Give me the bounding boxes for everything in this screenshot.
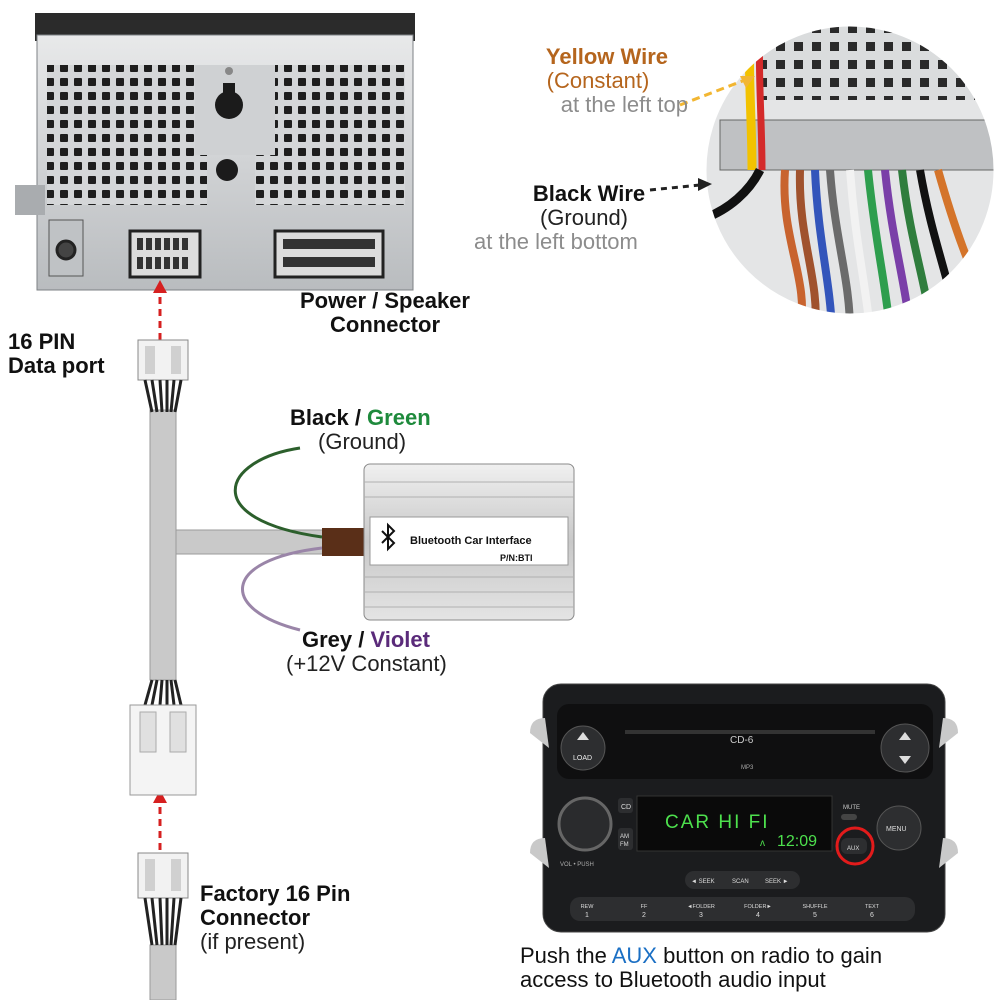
data-port-line1: 16 PIN (8, 329, 76, 354)
aux-highlight-circle (835, 826, 875, 866)
svg-text:MUTE: MUTE (843, 805, 860, 811)
svg-text:◄ SEEK: ◄ SEEK (691, 879, 715, 885)
sixteen-pin-connector-top (137, 339, 189, 413)
svg-text:CD: CD (621, 804, 631, 811)
aux-button[interactable] (841, 838, 867, 854)
aux-instruction: Push the AUX button on radio to gain acc… (520, 944, 995, 992)
load-button[interactable] (560, 725, 606, 771)
preset-label[interactable]: REW (581, 904, 595, 910)
preset-label[interactable]: TEXT (865, 904, 880, 910)
yellow-arrow-head (740, 76, 755, 88)
module-part-number: P/N:BTI (500, 553, 533, 563)
constant-label-grey: Grey / (302, 627, 371, 652)
black-wire-label: Black Wire (Ground) at the left bottom (474, 182, 684, 254)
preset-number[interactable]: 1 (585, 912, 589, 919)
module-name: Bluetooth Car Interface (410, 535, 532, 547)
svg-text:FM: FM (620, 842, 629, 848)
black-wire-title: Black Wire (532, 181, 646, 206)
ground-label-sub: (Ground) (318, 429, 407, 454)
black-arrow-head (698, 178, 712, 191)
green-wire (233, 446, 323, 539)
yellow-wire-label: Yellow Wire (Constant) at the left top (518, 44, 688, 117)
power-speaker-socket (273, 229, 385, 279)
preset-number[interactable]: 3 (699, 912, 703, 919)
black-wire-note: at the left bottom (474, 229, 638, 254)
preset-number[interactable]: 4 (756, 912, 760, 919)
harness-cable (149, 409, 177, 681)
svg-text:AUX: AUX (847, 846, 859, 852)
sixteen-pin-connector-middle (129, 679, 197, 796)
svg-text:AM: AM (620, 834, 629, 840)
seek-rocker-button[interactable] (880, 723, 930, 773)
data-port-label: 16 PIN Data port (8, 330, 105, 378)
red-arrow-head-bottom (153, 790, 167, 803)
svg-text:SCAN: SCAN (732, 879, 749, 885)
power-connector-line2: Connector (330, 312, 440, 337)
mute-button[interactable] (841, 814, 857, 820)
seek-scan-bar[interactable] (685, 871, 800, 889)
preset-label[interactable]: FF (641, 904, 648, 910)
yellow-wire-sub: (Constant) (546, 68, 650, 93)
factory-line2: Connector (200, 905, 310, 930)
factory-line1: Factory 16 Pin (200, 881, 351, 906)
violet-wire (241, 546, 323, 632)
display-text: CAR HI FI (665, 812, 770, 833)
constant-wire-label: Grey / Violet (+12V Constant) (286, 628, 447, 676)
preset-bar (570, 897, 915, 921)
ground-wire-label: Black / Green (Ground) (290, 406, 431, 454)
cd-brand-text: CD-6 (730, 735, 754, 746)
constant-label-sub: (+12V Constant) (286, 651, 447, 676)
svg-text:LOAD: LOAD (573, 755, 592, 762)
instruction-part1: Push the (520, 943, 612, 968)
module-grommet (322, 528, 366, 556)
volume-knob[interactable] (557, 796, 613, 852)
svg-text:VOL • PUSH: VOL • PUSH (560, 862, 594, 868)
svg-text:SEEK ►: SEEK ► (765, 879, 789, 885)
am-fm-button[interactable] (618, 828, 633, 850)
cd-button[interactable] (618, 798, 633, 813)
preset-number[interactable]: 2 (642, 912, 646, 919)
preset-number[interactable]: 6 (870, 912, 874, 919)
instruction-line2: access to Bluetooth audio input (520, 967, 826, 992)
factory-line3: (if present) (200, 929, 306, 954)
bluetooth-icon (381, 522, 396, 552)
display-time: 12:09 (777, 833, 817, 850)
power-connector-line1: Power / Speaker (300, 288, 470, 313)
menu-button[interactable] (876, 805, 922, 851)
preset-label[interactable]: SHUFFLE (802, 904, 827, 910)
instruction-aux: AUX (611, 943, 657, 968)
preset-label[interactable]: FOLDER► (744, 904, 772, 910)
ground-label-black: Black / (290, 405, 368, 430)
wire-closeup-photo (703, 23, 997, 317)
radio-display (636, 795, 833, 852)
cd-slot (625, 730, 875, 734)
data-port-line2: Data port (8, 353, 105, 378)
red-arrow-head-top (153, 280, 167, 293)
head-unit-chassis (15, 13, 415, 291)
yellow-wire-note: at the left top (560, 92, 688, 117)
car-radio-faceplate: LOAD CD-6 MP3 VOL • PUSH CD AM FM CAR HI… (530, 683, 958, 933)
svg-text:MP3: MP3 (741, 765, 754, 771)
factory-connector (137, 852, 189, 946)
instruction-part3: button on radio to gain (657, 943, 883, 968)
constant-label-violet: Violet (370, 627, 430, 652)
factory-connector-label: Factory 16 Pin Connector (if present) (200, 882, 350, 954)
bluetooth-module: Bluetooth Car Interface P/N:BTI (363, 463, 575, 621)
black-wire-sub: (Ground) (539, 205, 629, 230)
preset-buttons[interactable]: REW 1 FF 2 ◄FOLDER 3 FOLDER► 4 SHUFFLE 5 TEXT 6 (581, 904, 880, 919)
ground-label-green: Green (367, 405, 431, 430)
yellow-wire-title: Yellow Wire (545, 44, 668, 69)
preset-number[interactable]: 5 (813, 912, 817, 919)
power-connector-label: Power / Speaker Connector (285, 289, 485, 337)
preset-label[interactable]: ◄FOLDER (687, 904, 715, 910)
svg-text:ʌ: ʌ (760, 838, 765, 849)
svg-text:MENU: MENU (886, 826, 907, 833)
